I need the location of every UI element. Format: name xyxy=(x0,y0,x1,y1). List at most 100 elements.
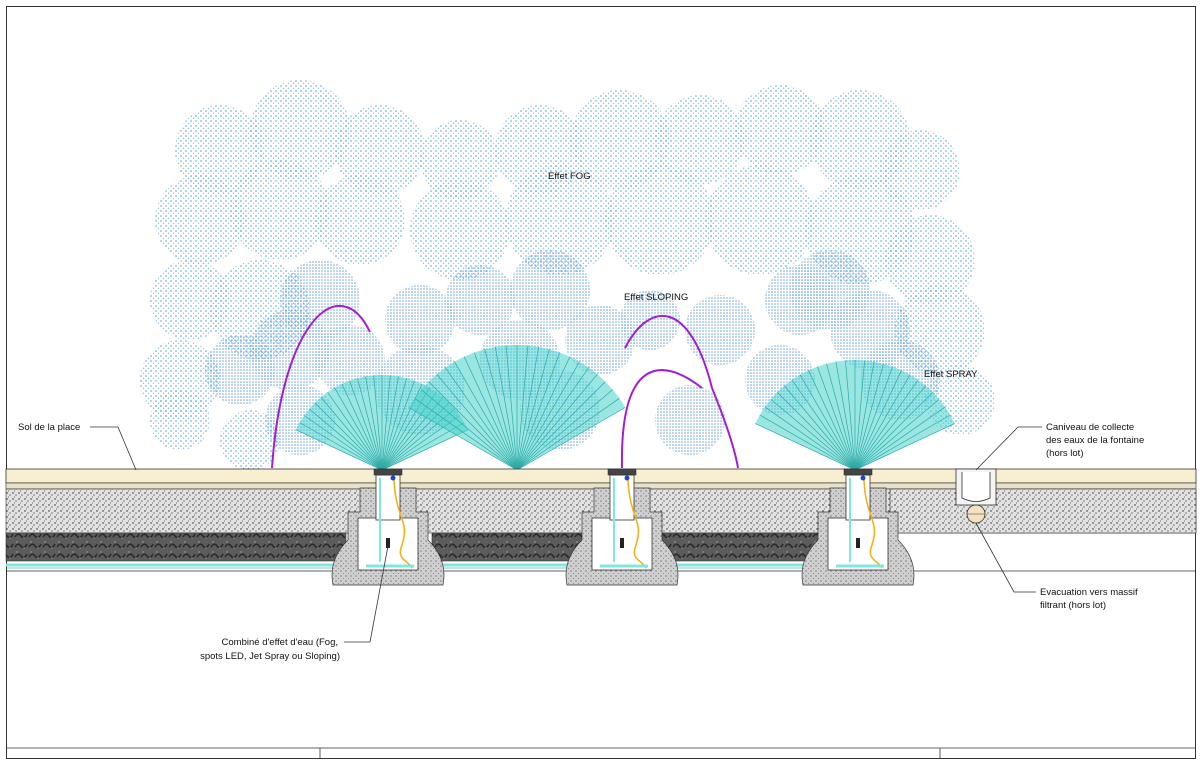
spray-jet-line xyxy=(494,346,518,471)
spray-jet-line xyxy=(854,391,934,471)
spray-jet-line xyxy=(516,356,571,471)
spray-jet-line xyxy=(414,398,518,471)
paving-layer xyxy=(5,468,1197,484)
spray-jet-line xyxy=(408,407,518,471)
spray-jet-line xyxy=(516,381,606,471)
annotations: Effet FOG Effet SLOPING Effet SPRAY Sol … xyxy=(18,171,1144,662)
spray-jet-line xyxy=(357,378,383,471)
spray-jet-line xyxy=(854,374,911,471)
fog-label: Effet FOG xyxy=(548,171,591,182)
fountain-pit xyxy=(565,468,679,586)
spray-jet-line xyxy=(854,363,884,471)
spray-jet-line xyxy=(516,352,561,471)
spray-jet-line xyxy=(854,361,875,471)
spray-jet-line xyxy=(373,375,383,471)
spray-jet-line xyxy=(295,429,383,471)
spray-jet-line xyxy=(770,399,856,471)
fountain-pit xyxy=(331,468,445,586)
spray-jet-line xyxy=(381,429,469,471)
spray-jet-line xyxy=(826,363,856,471)
combined-leader xyxy=(344,545,389,643)
sloping-arc xyxy=(624,314,713,389)
spray-jet-line xyxy=(845,360,856,471)
spray-jet-line xyxy=(817,366,856,471)
spray-jet-line xyxy=(299,422,383,471)
spray-jet-line xyxy=(314,402,383,471)
ground-leader xyxy=(90,426,137,471)
combined-label-2: spots LED, Jet Spray ou Sloping) xyxy=(200,651,340,662)
fog-effect-cloud xyxy=(140,80,995,470)
spray-jet-line xyxy=(759,414,856,471)
sloping-arc xyxy=(620,369,703,469)
spray-jet-line xyxy=(516,389,613,471)
drainage-layer-mid xyxy=(431,532,593,562)
ground-label: Sol de la place xyxy=(18,422,80,433)
spray-jet-line xyxy=(473,352,518,471)
spray-jet-line xyxy=(334,387,383,471)
spray-jet-line xyxy=(516,407,626,471)
spray-jet-line xyxy=(835,361,856,471)
drainage-layer-right xyxy=(661,532,828,562)
spray-jet-line xyxy=(381,375,391,471)
spray-jet-line xyxy=(516,374,598,471)
spray-jet-line xyxy=(454,361,518,471)
spray-jet-line xyxy=(854,399,940,471)
spray-jet-line xyxy=(421,389,518,471)
spray-jet-line xyxy=(436,374,518,471)
spray-jet-line xyxy=(381,376,399,471)
spray-jet-line xyxy=(320,397,383,471)
spray-jet-line xyxy=(303,415,383,471)
spray-jet-line xyxy=(428,381,518,471)
spray-effect xyxy=(295,345,955,471)
drain-leader xyxy=(975,522,1036,593)
spray-label: Effet SPRAY xyxy=(924,369,978,380)
sloping-arc xyxy=(271,304,371,469)
spray-jet-line xyxy=(854,414,951,471)
spray-jet-line xyxy=(381,378,407,471)
fountain-pit xyxy=(801,468,915,586)
channel-leader xyxy=(975,426,1042,471)
spray-jet-line xyxy=(516,367,589,471)
spray-jet-line xyxy=(854,370,902,471)
spray-jet-line xyxy=(381,380,415,471)
spray-jet-line xyxy=(799,374,856,471)
spray-jet-line xyxy=(445,367,518,471)
spray-jet-line xyxy=(516,345,529,471)
spray-jet-line xyxy=(854,423,955,471)
spray-jet-line xyxy=(516,346,540,471)
spray-jet-line xyxy=(854,406,946,471)
spray-jet-line xyxy=(463,356,518,471)
combined-label-1: Combiné d'effet d'eau (Fog, xyxy=(222,637,338,648)
channel-label-1: Caniveau de collecte xyxy=(1046,422,1134,433)
spray-jet-line xyxy=(776,391,856,471)
spray-jet-line xyxy=(808,370,856,471)
sloping-effect-arcs xyxy=(271,304,739,469)
spray-jet-line xyxy=(854,379,919,471)
spray-jet-line xyxy=(327,391,383,471)
channel-label-3: (hors lot) xyxy=(1046,448,1083,459)
spray-jet-line xyxy=(365,376,383,471)
spray-jet-line xyxy=(341,383,383,471)
spray-jet-line xyxy=(516,349,550,471)
spray-jet-line xyxy=(854,360,865,471)
fountain-pits xyxy=(331,468,915,586)
collection-channel xyxy=(955,468,997,524)
sloping-label: Effet SLOPING xyxy=(624,292,688,303)
drawing-frame xyxy=(6,6,1196,759)
gravel-layer-right xyxy=(889,488,1197,534)
spray-jet-line xyxy=(791,379,856,471)
spray-jet-line xyxy=(784,385,856,471)
spray-jet-line xyxy=(755,423,856,471)
drain-label-1: Evacuation vers massif xyxy=(1040,587,1138,598)
spray-jet-line xyxy=(505,345,518,471)
spray-jet-line xyxy=(484,349,518,471)
drainage-layer-left xyxy=(5,532,347,562)
spray-jet-line xyxy=(764,406,856,471)
drain-label-2: filtrant (hors lot) xyxy=(1040,600,1106,611)
spray-jet-line xyxy=(349,380,383,471)
spray-jet-line xyxy=(309,408,383,471)
spray-jet-line xyxy=(854,366,893,471)
spray-jet-line xyxy=(516,398,620,471)
sloping-arc xyxy=(711,387,739,469)
